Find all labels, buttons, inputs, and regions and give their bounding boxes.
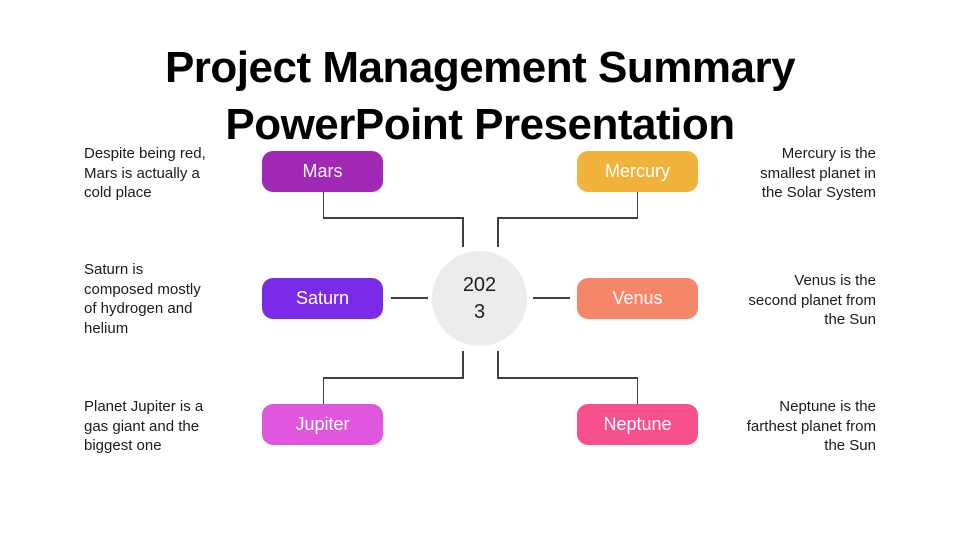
caption-neptune: Neptune is the farthest planet from the …	[747, 397, 876, 456]
connector-bottom-left-horizontal	[322, 377, 464, 379]
caption-line: Planet Jupiter is a	[84, 398, 204, 415]
node-label-jupiter: Jupiter	[295, 414, 350, 434]
node-box-neptune: Neptune	[577, 404, 698, 445]
connector-mercury-drop	[636, 192, 638, 218]
caption-line: Venus is the	[794, 272, 876, 289]
caption-line: biggest one	[84, 437, 162, 454]
slide-title-line-1: Project Management Summary	[164, 43, 796, 93]
connector-top-right-horizontal	[497, 217, 638, 219]
center-year-circle: 2023	[432, 251, 527, 346]
connector-venus-horizontal	[533, 297, 570, 299]
node-box-mercury: Mercury	[577, 151, 698, 192]
center-year-label: 2023	[462, 273, 497, 323]
caption-jupiter: Planet Jupiter is a gas giant and the bi…	[84, 397, 203, 456]
node-box-mars: Mars	[262, 151, 383, 192]
caption-line: the Sun	[824, 311, 876, 328]
caption-line: cold place	[84, 184, 152, 201]
node-label-neptune: Neptune	[603, 414, 672, 434]
caption-line: composed mostly	[84, 280, 201, 298]
connector-bottom-left-from-circle	[462, 351, 464, 378]
caption-line: second planet from	[748, 291, 876, 309]
connector-top-left-horizontal	[322, 217, 464, 219]
connector-bottom-right-horizontal	[497, 377, 638, 379]
connector-jupiter-drop	[322, 377, 324, 404]
caption-line: smallest planet in	[760, 164, 876, 182]
connector-mars-drop	[322, 192, 324, 218]
caption-line: gas giant and the	[84, 417, 200, 435]
slide-title: Project Management Summary PowerPoint Pr…	[0, 39, 960, 153]
node-box-saturn: Saturn	[262, 278, 383, 319]
caption-mercury: Mercury is the smallest planet in the So…	[760, 144, 876, 203]
node-label-mercury: Mercury	[604, 161, 670, 181]
slide-title-line-2: PowerPoint Presentation	[225, 100, 735, 150]
caption-line: helium	[84, 319, 129, 337]
caption-saturn: Saturn is composed mostly of hydrogen an…	[84, 260, 201, 338]
caption-line: Despite being red,	[84, 145, 206, 162]
connector-saturn-horizontal	[391, 297, 428, 299]
caption-line: farthest planet from	[746, 417, 876, 435]
connector-top-right-to-circle	[497, 217, 499, 247]
caption-mars: Despite being red, Mars is actually a co…	[84, 144, 206, 203]
caption-line: the Sun	[824, 437, 876, 454]
connector-bottom-right-from-circle	[497, 351, 499, 378]
node-box-venus: Venus	[577, 278, 698, 319]
caption-venus: Venus is the second planet from the Sun	[748, 271, 876, 330]
node-box-jupiter: Jupiter	[262, 404, 383, 445]
caption-line: Neptune is the	[779, 398, 876, 415]
node-label-mars: Mars	[302, 161, 343, 181]
node-label-saturn: Saturn	[295, 288, 350, 308]
connector-neptune-drop	[636, 377, 638, 404]
caption-line: the Solar System	[761, 184, 876, 201]
caption-line: of hydrogen and	[84, 300, 193, 317]
caption-line: Mercury is the	[781, 145, 876, 162]
connector-top-left-to-circle	[462, 217, 464, 247]
caption-line: Mars is actually a	[84, 164, 200, 182]
caption-line: Saturn is	[84, 261, 144, 278]
node-label-venus: Venus	[612, 288, 663, 308]
